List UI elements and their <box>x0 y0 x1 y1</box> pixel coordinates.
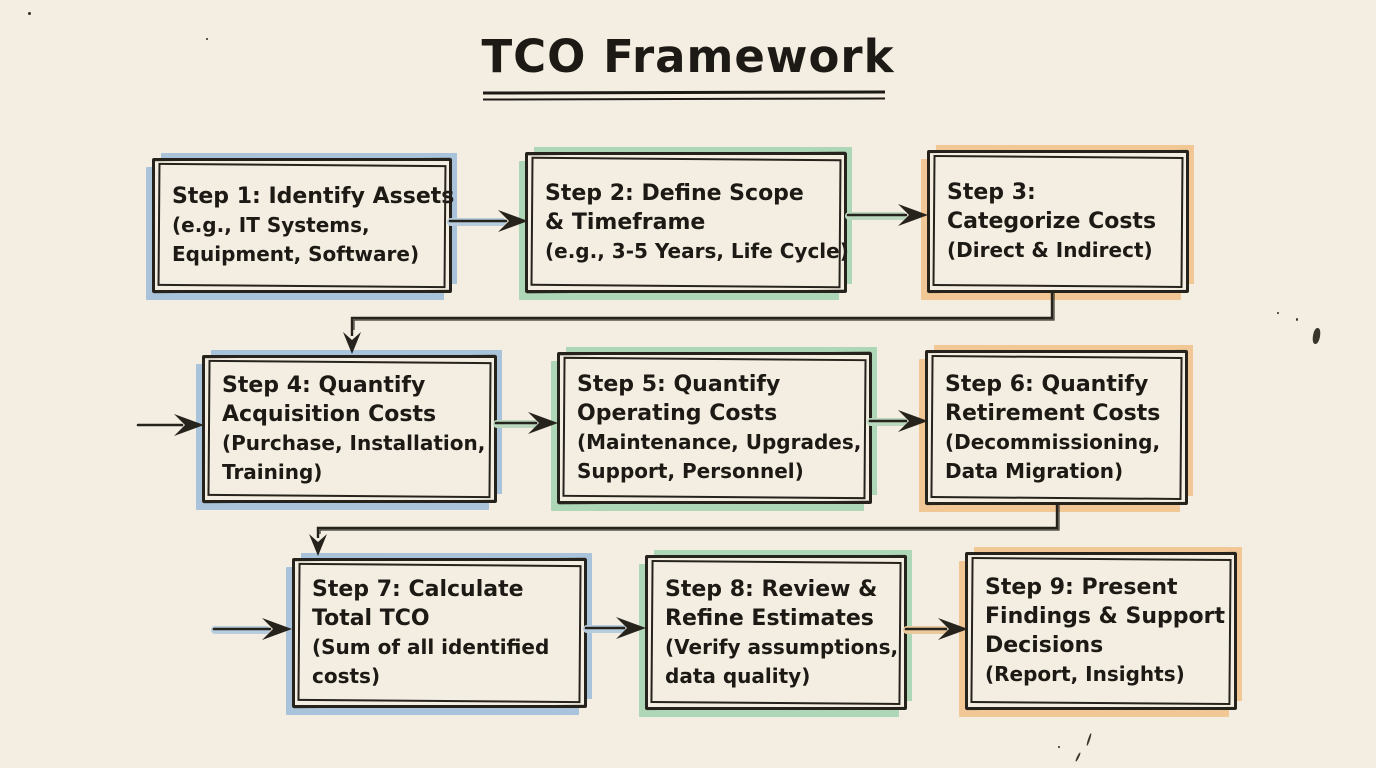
step-3-line: Categorize Costs <box>947 209 1157 234</box>
connector-step6-to-step7 <box>309 502 1060 556</box>
arrow-step5-to-step6 <box>867 410 928 432</box>
step-4-line: (Purchase, Installation, <box>222 431 486 455</box>
ink-speck <box>28 12 31 15</box>
step-3-box: Step 3: Categorize Costs (Direct & Indir… <box>927 150 1189 293</box>
connector-step3-to-step4 <box>343 292 1055 354</box>
step-3-line: Step 3: <box>947 180 1036 205</box>
step-7-box: Step 7: Calculate Total TCO (Sum of all … <box>292 558 587 708</box>
step-1-line: Equipment, Software) <box>172 242 420 266</box>
arrow-step2-to-step3 <box>845 204 928 226</box>
arrow-step1-to-step2 <box>447 210 528 232</box>
step-5-line: Support, Personnel) <box>577 459 804 483</box>
step-5-line: Step 5: Quantify <box>577 372 781 397</box>
step-5-line: Operating Costs <box>577 401 778 426</box>
step-8-line: Step 8: Review & <box>665 576 878 602</box>
step-7-line: (Sum of all identified <box>312 635 550 659</box>
arrow-into-step7 <box>211 618 292 640</box>
ink-speck <box>206 38 208 40</box>
step-7-line: costs) <box>312 664 381 688</box>
arrow-step7-to-step8 <box>583 617 646 639</box>
step-9-line: (Report, Insights) <box>985 662 1185 686</box>
step-6-box: Step 6: Quantify Retirement Costs (Decom… <box>925 350 1188 505</box>
title-underline <box>482 90 886 101</box>
arrow-step4-to-step5 <box>493 412 558 434</box>
step-4-line: Acquisition Costs <box>222 402 437 427</box>
step-2-box: Step 2: Define Scope & Timeframe (e.g., … <box>525 152 849 293</box>
step-1-box: Step 1: Identify Assets (e.g., IT System… <box>152 158 455 293</box>
step-4-box: Step 4: Quantify Acquisition Costs (Purc… <box>202 355 497 503</box>
step-5-line: (Maintenance, Upgrades, <box>577 430 862 454</box>
step-1-line: (e.g., IT Systems, <box>172 213 370 237</box>
step-2-line: & Timeframe <box>545 210 706 235</box>
step-6-line: (Decommissioning, <box>945 429 1161 454</box>
page-title: TCO Framework <box>481 30 895 83</box>
step-8-box: Step 8: Review & Refine Estimates (Verif… <box>645 555 907 710</box>
step-6-line: Step 6: Quantify <box>945 371 1149 397</box>
arrow-into-step4 <box>136 414 204 436</box>
step-6-line: Data Migration) <box>945 458 1124 483</box>
ink-speck <box>1074 752 1082 762</box>
step-8-line: (Verify assumptions, <box>665 634 899 659</box>
step-9-line: Decisions <box>985 633 1104 658</box>
step-5-box: Step 5: Quantify Operating Costs (Mainte… <box>557 352 872 504</box>
step-4-line: Training) <box>222 460 323 484</box>
step-7-line: Total TCO <box>312 606 430 631</box>
ink-speck <box>1086 733 1092 746</box>
step-7-line: Step 7: Calculate <box>312 577 524 602</box>
ink-speck <box>1311 327 1322 345</box>
arrow-step8-to-step9 <box>903 618 968 640</box>
step-9-line: Step 9: Present <box>985 575 1178 600</box>
step-6-line: Retirement Costs <box>945 400 1161 426</box>
step-9-line: Findings & Support <box>985 604 1226 629</box>
step-4-line: Step 4: Quantify <box>222 373 426 398</box>
step-8-line: data quality) <box>665 663 811 688</box>
step-2-line: Step 2: Define Scope <box>545 181 804 206</box>
step-1-line: Step 1: Identify Assets <box>172 184 455 209</box>
step-9-box: Step 9: Present Findings & Support Decis… <box>965 552 1237 710</box>
ink-speck <box>1277 312 1279 314</box>
step-3-line: (Direct & Indirect) <box>947 238 1153 262</box>
ink-speck <box>1058 746 1060 748</box>
step-8-line: Refine Estimates <box>665 605 874 631</box>
step-2-line: (e.g., 3-5 Years, Life Cycle) <box>545 239 849 263</box>
ink-speck <box>1296 318 1298 321</box>
